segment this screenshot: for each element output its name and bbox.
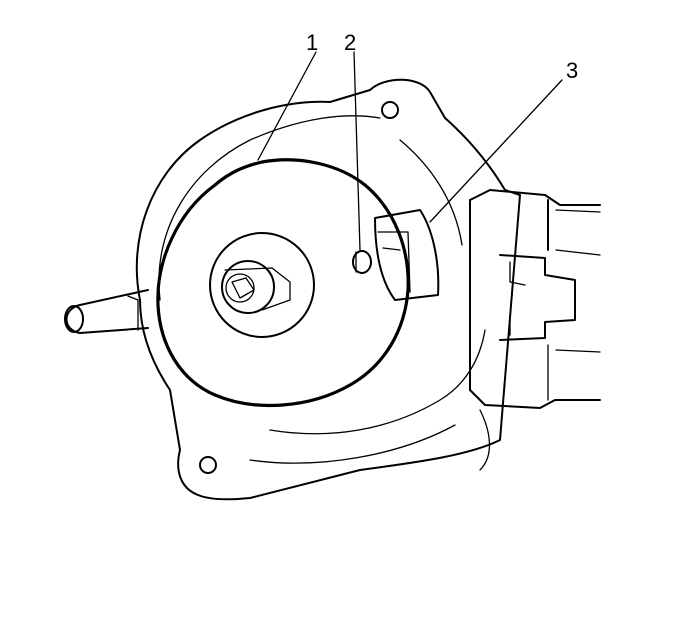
mounting-hole-bottom (199, 456, 217, 474)
shaft-collar (221, 260, 275, 314)
callout-3: 3 (566, 58, 578, 83)
hub-outer (209, 232, 315, 338)
seal-ring-outline (156, 158, 410, 408)
locating-pin (352, 250, 372, 274)
housing (135, 78, 521, 501)
housing-outline (135, 78, 521, 501)
rotor-segment (374, 209, 440, 301)
center-shaft (209, 232, 315, 338)
side-shaft (64, 289, 149, 334)
housing-lower-contour-2 (249, 424, 456, 464)
callout-2: 2 (344, 30, 356, 55)
rotor-body (374, 209, 440, 301)
leader-1 (257, 51, 317, 161)
seal-ring (156, 158, 410, 408)
leader-lines (257, 51, 563, 251)
shaft-end (225, 273, 255, 303)
housing-lower-contour (269, 329, 486, 435)
leader-2 (353, 51, 361, 251)
housing-inner-rim (158, 115, 381, 301)
mounting-hole-top (381, 101, 399, 119)
housing-side-contour (399, 139, 463, 246)
leader-3 (429, 79, 563, 223)
callout-1: 1 (306, 30, 318, 55)
connector-block (469, 189, 601, 471)
